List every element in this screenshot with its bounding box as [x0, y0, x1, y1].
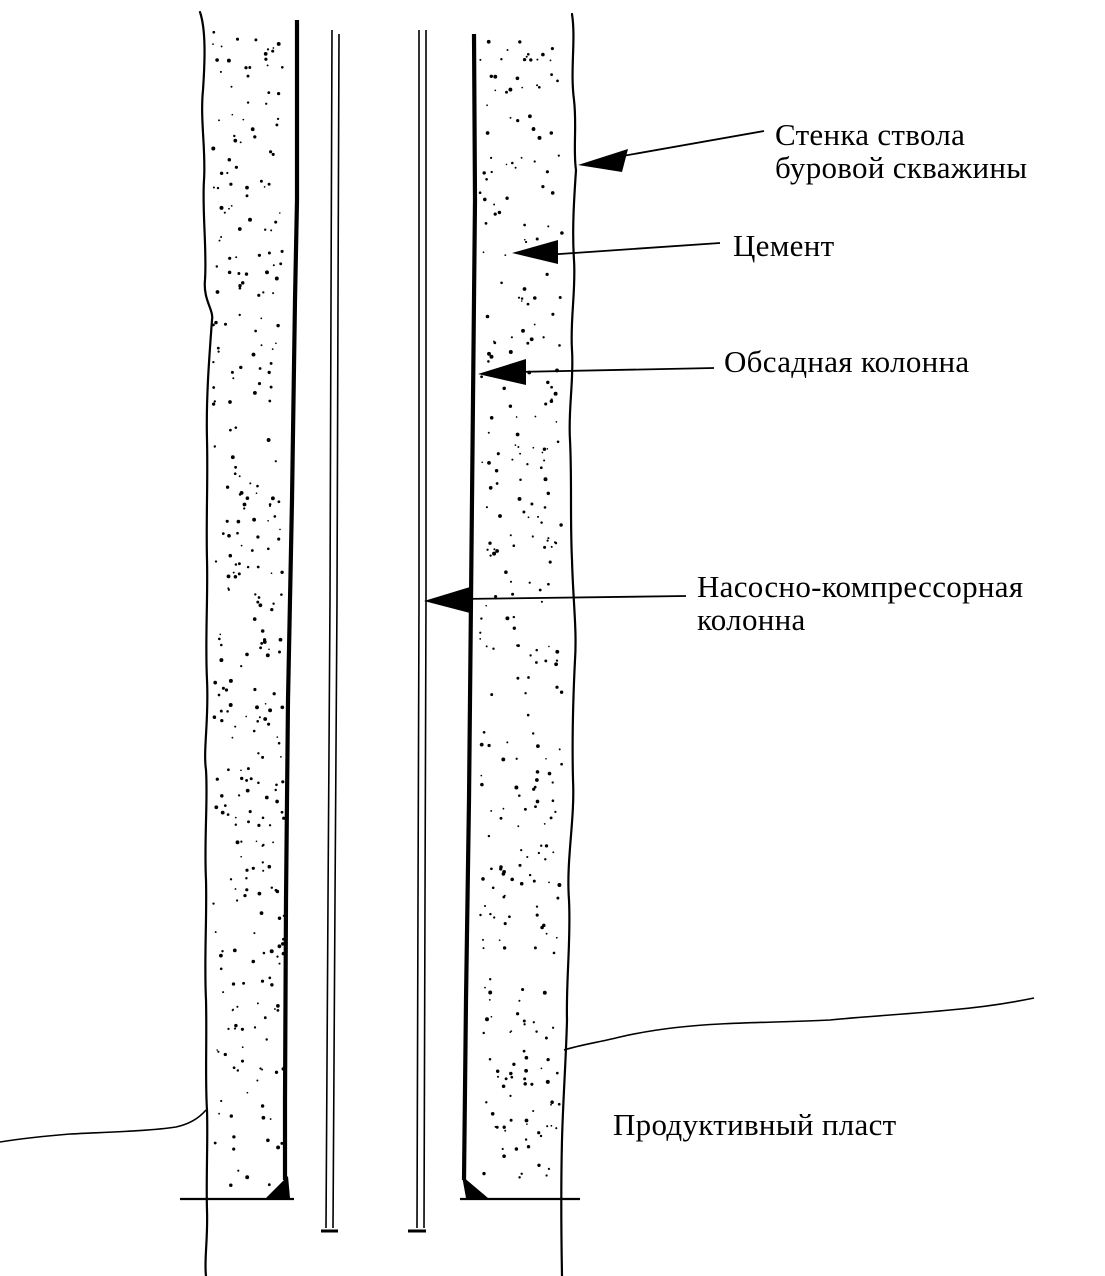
tubing-label-line1: Насосно-компрессорная	[697, 569, 1024, 604]
tubing-label-line2: колонна	[697, 602, 806, 637]
borehole-wall-label: Стенка ствола буровой скважины	[775, 118, 1027, 184]
casing-right	[461, 33, 478, 1181]
tubing-label: Насосно-компрессорная колонна	[697, 570, 1023, 636]
formation-label: Продуктивный пласт	[613, 1107, 897, 1142]
tubing-left	[325, 29, 340, 1229]
borehole-wall-label-line2: буровой скважины	[775, 150, 1028, 185]
cement-label: Цемент	[733, 228, 835, 263]
casing-label: Обсадная колонна	[724, 344, 970, 379]
leader-cement	[512, 240, 721, 264]
tubing-right	[416, 30, 427, 1229]
formation-boundary-right	[563, 997, 1035, 1051]
borehole-wall-label-line1: Стенка ствола	[775, 117, 966, 152]
leader-casing	[478, 359, 715, 385]
borehole-wall-right	[560, 12, 578, 1276]
leader-tubing	[424, 587, 687, 613]
casing-left	[282, 20, 300, 1180]
leader-borehole-wall	[578, 130, 765, 172]
formation-boundary-left	[0, 1109, 207, 1143]
borehole-wall-left	[198, 10, 214, 1276]
casing-shoe-right	[462, 1176, 488, 1198]
casing-shoe-left	[266, 1176, 290, 1198]
cement-fill	[211, 30, 564, 1188]
